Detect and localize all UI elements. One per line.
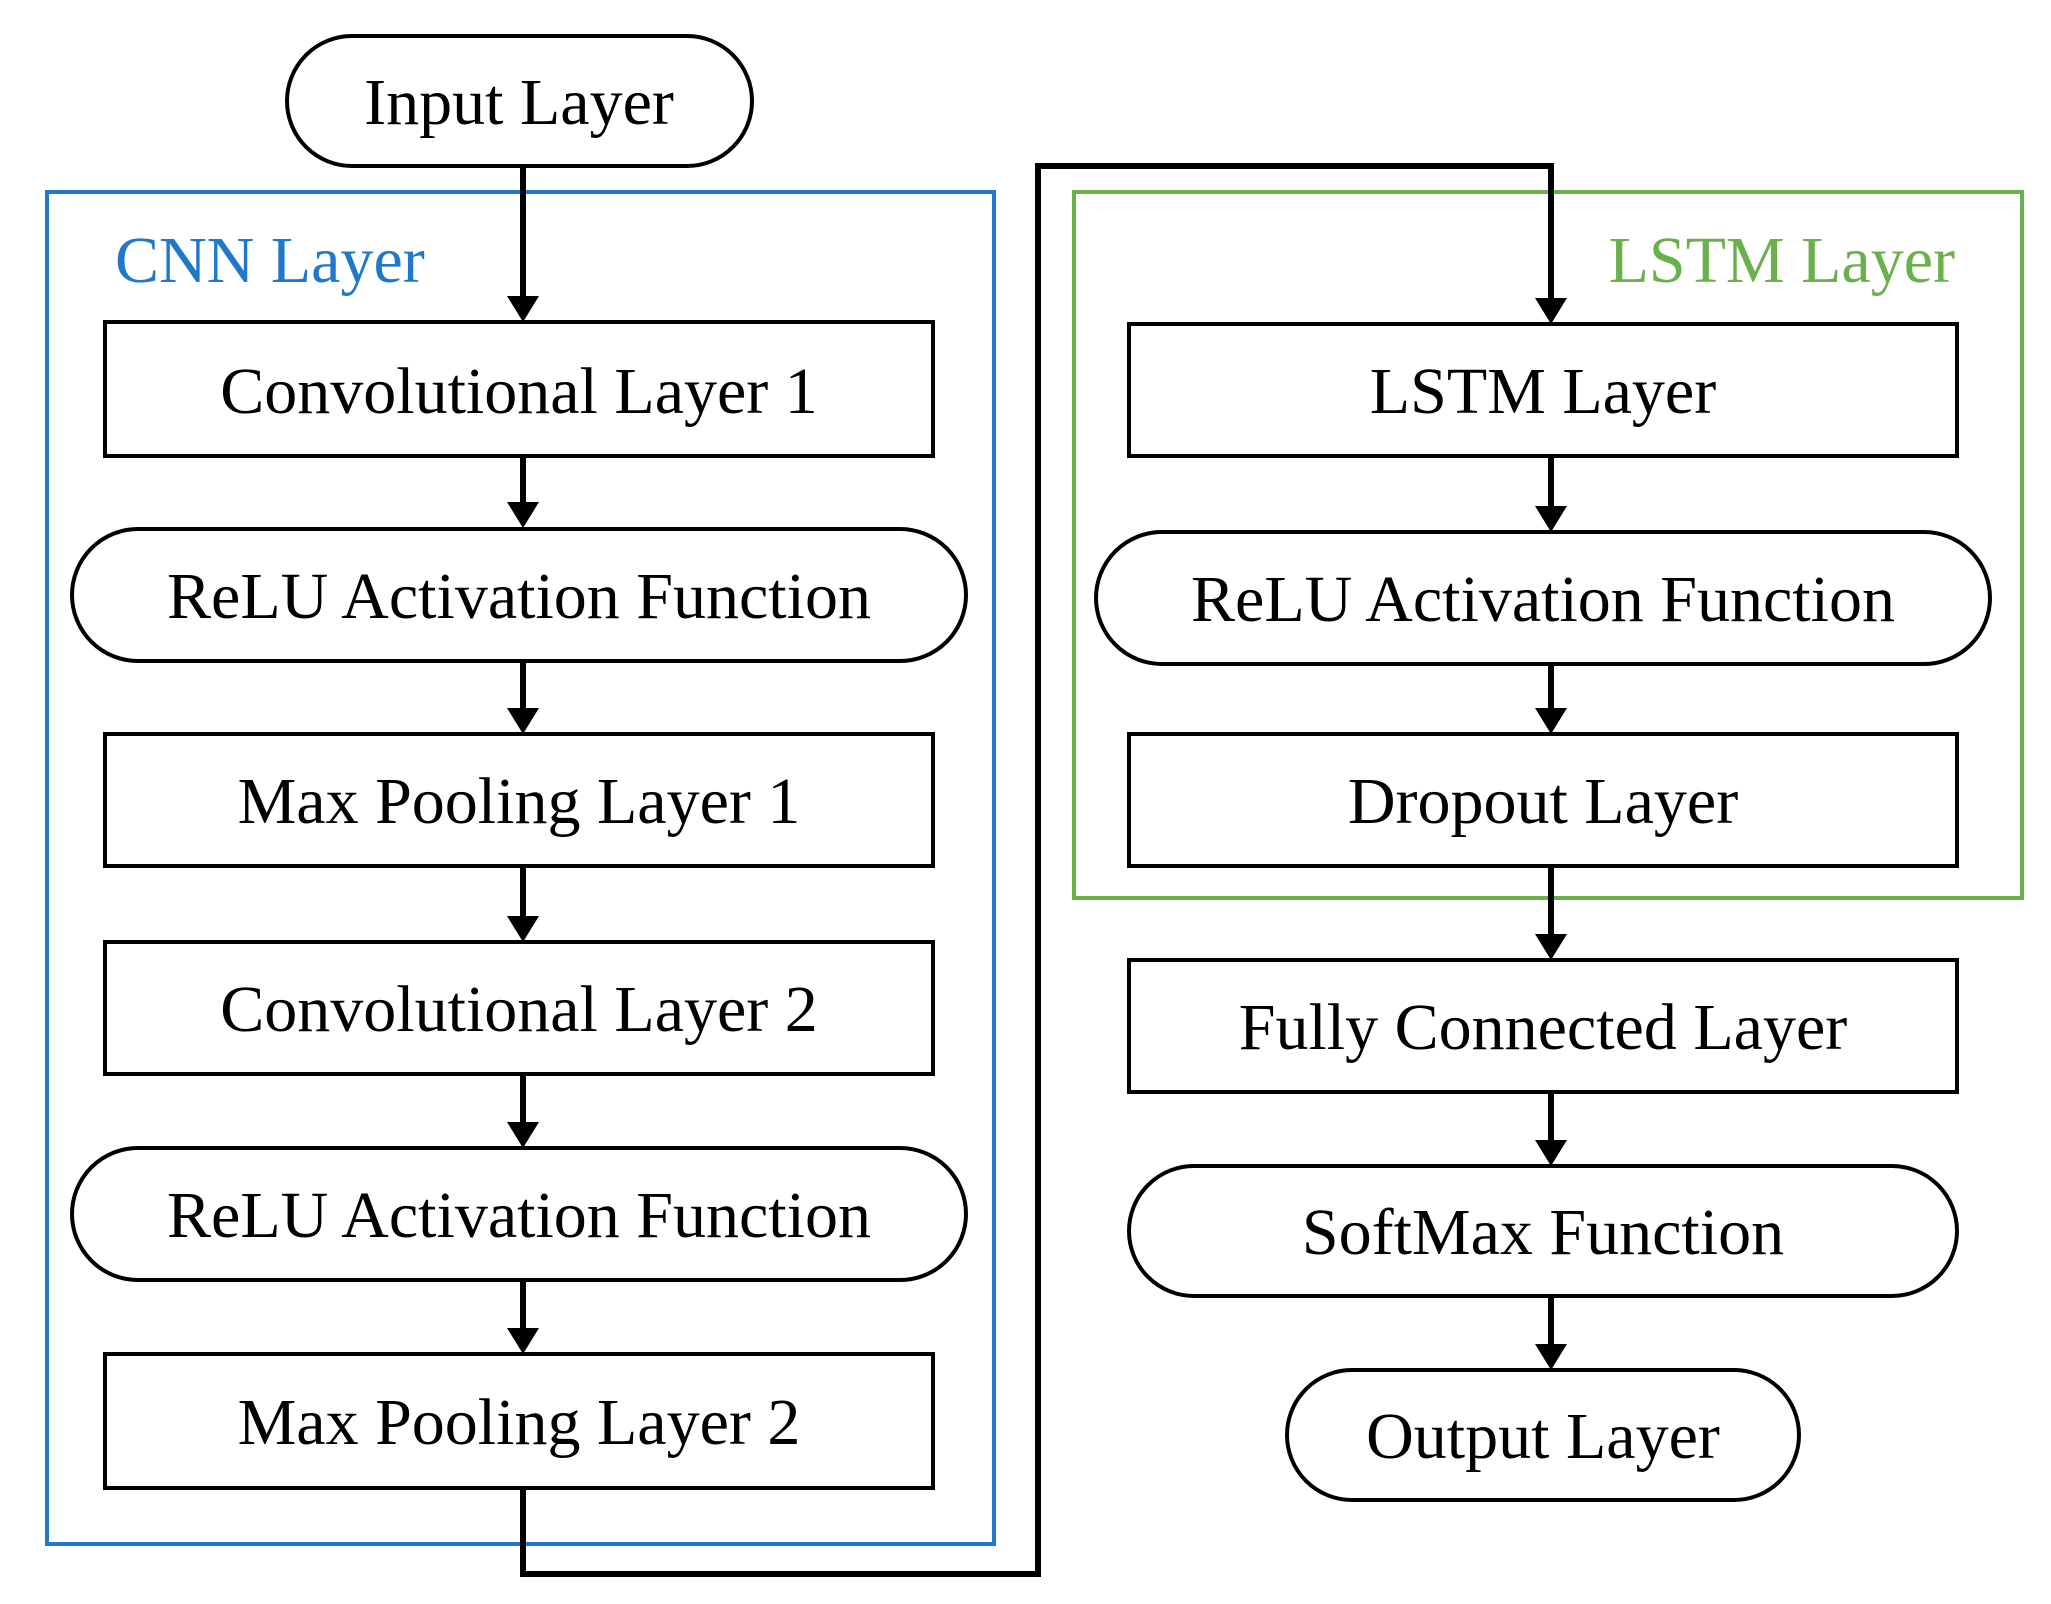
node-softmax-shape xyxy=(1127,1164,1959,1298)
arrowhead-relu3-dropout xyxy=(1535,708,1567,734)
node-output-shape xyxy=(1285,1368,1801,1502)
arrowhead-pool2-lstm xyxy=(1535,298,1567,324)
node-relu2-label: ReLU Activation Function xyxy=(167,1179,871,1252)
node-relu1-shape xyxy=(70,527,968,663)
node-lstm-label: LSTM Layer xyxy=(1370,355,1716,428)
edge-pool2-lstm xyxy=(520,163,1554,1577)
node-softmax-label: SoftMax Function xyxy=(1302,1196,1784,1269)
arrowhead-conv1-relu1 xyxy=(507,502,539,528)
node-conv1-shape xyxy=(103,320,935,458)
node-pool2: Max Pooling Layer 2 xyxy=(103,1352,935,1490)
arrowhead-lstm-relu3 xyxy=(1535,506,1567,532)
node-relu2: ReLU Activation Function xyxy=(70,1146,968,1282)
node-pool2-shape xyxy=(103,1352,935,1490)
node-conv2-shape xyxy=(103,940,935,1076)
cnn-group-label: CNN Layer xyxy=(115,224,425,297)
arrowhead-input-conv1 xyxy=(507,296,539,322)
edges xyxy=(507,163,1567,1577)
node-pool1-label: Max Pooling Layer 1 xyxy=(238,765,801,838)
node-lstm-shape xyxy=(1127,322,1959,458)
node-relu1-label: ReLU Activation Function xyxy=(167,560,871,633)
node-input-shape xyxy=(285,34,754,168)
node-fc-shape xyxy=(1127,958,1959,1094)
node-dropout-shape xyxy=(1127,732,1959,868)
node-pool2-label: Max Pooling Layer 2 xyxy=(238,1386,801,1459)
node-input: Input Layer xyxy=(285,34,754,168)
arrowhead-pool1-conv2 xyxy=(507,916,539,942)
node-relu1: ReLU Activation Function xyxy=(70,527,968,663)
arrowhead-fc-softmax xyxy=(1535,1140,1567,1166)
node-conv2: Convolutional Layer 2 xyxy=(103,940,935,1076)
arrowhead-softmax-output xyxy=(1535,1344,1567,1370)
node-conv1: Convolutional Layer 1 xyxy=(103,320,935,458)
node-relu3: ReLU Activation Function xyxy=(1094,530,1992,666)
arrowhead-relu2-pool2 xyxy=(507,1328,539,1354)
lstm-group-label: LSTM Layer xyxy=(1609,224,1955,297)
node-pool1-shape xyxy=(103,732,935,868)
node-lstm: LSTM Layer xyxy=(1127,322,1959,458)
node-output-label: Output Layer xyxy=(1366,1400,1720,1473)
node-conv2-label: Convolutional Layer 2 xyxy=(220,973,818,1046)
node-dropout-label: Dropout Layer xyxy=(1348,765,1738,838)
arrowhead-dropout-fc xyxy=(1535,934,1567,960)
node-relu2-shape xyxy=(70,1146,968,1282)
arrowhead-conv2-relu2 xyxy=(507,1122,539,1148)
node-relu3-label: ReLU Activation Function xyxy=(1191,563,1895,636)
node-dropout: Dropout Layer xyxy=(1127,732,1959,868)
node-relu3-shape xyxy=(1094,530,1992,666)
node-conv1-label: Convolutional Layer 1 xyxy=(220,355,818,428)
node-pool1: Max Pooling Layer 1 xyxy=(103,732,935,868)
node-fc: Fully Connected Layer xyxy=(1127,958,1959,1094)
node-fc-label: Fully Connected Layer xyxy=(1239,991,1848,1064)
arrowhead-relu1-pool1 xyxy=(507,708,539,734)
node-input-label: Input Layer xyxy=(364,66,674,139)
node-softmax: SoftMax Function xyxy=(1127,1164,1959,1298)
node-output: Output Layer xyxy=(1285,1368,1801,1502)
